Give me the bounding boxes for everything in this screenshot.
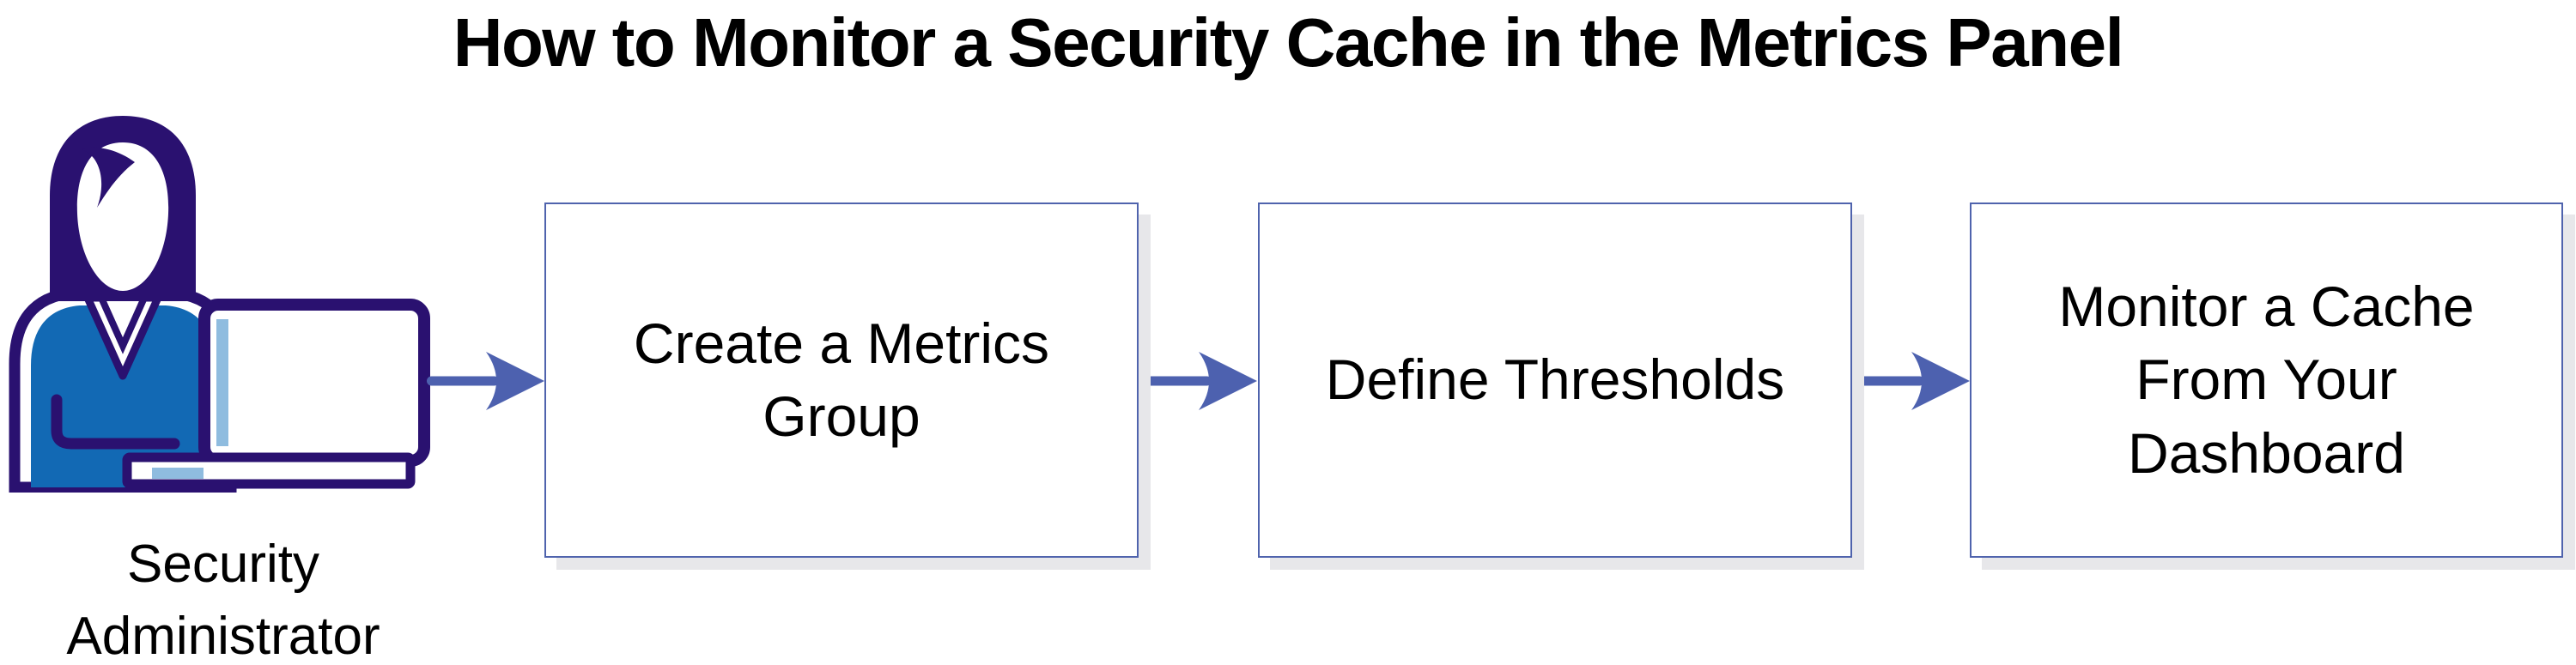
- diagram-title: How to Monitor a Security Cache in the M…: [453, 4, 2124, 81]
- step-box-monitor-cache-from-dashboard: Monitor a Cache From Your Dashboard: [1970, 203, 2563, 558]
- step-label: Create a Metrics Group: [633, 311, 1050, 448]
- flow-arrow-3: [1852, 352, 1970, 410]
- actor-label: Security Administrator: [66, 535, 380, 665]
- security-administrator-figure: Security Administrator: [4, 105, 442, 665]
- flow-arrow-1: [427, 352, 544, 410]
- step-box-define-thresholds: Define Thresholds: [1258, 203, 1852, 558]
- woman-at-laptop-icon: [9, 116, 430, 493]
- step-label: Define Thresholds: [1325, 348, 1785, 412]
- step-label: Monitor a Cache From Your Dashboard: [2058, 275, 2475, 485]
- flow-arrow-2: [1139, 352, 1257, 410]
- step-box-create-metrics-group: Create a Metrics Group: [544, 203, 1139, 558]
